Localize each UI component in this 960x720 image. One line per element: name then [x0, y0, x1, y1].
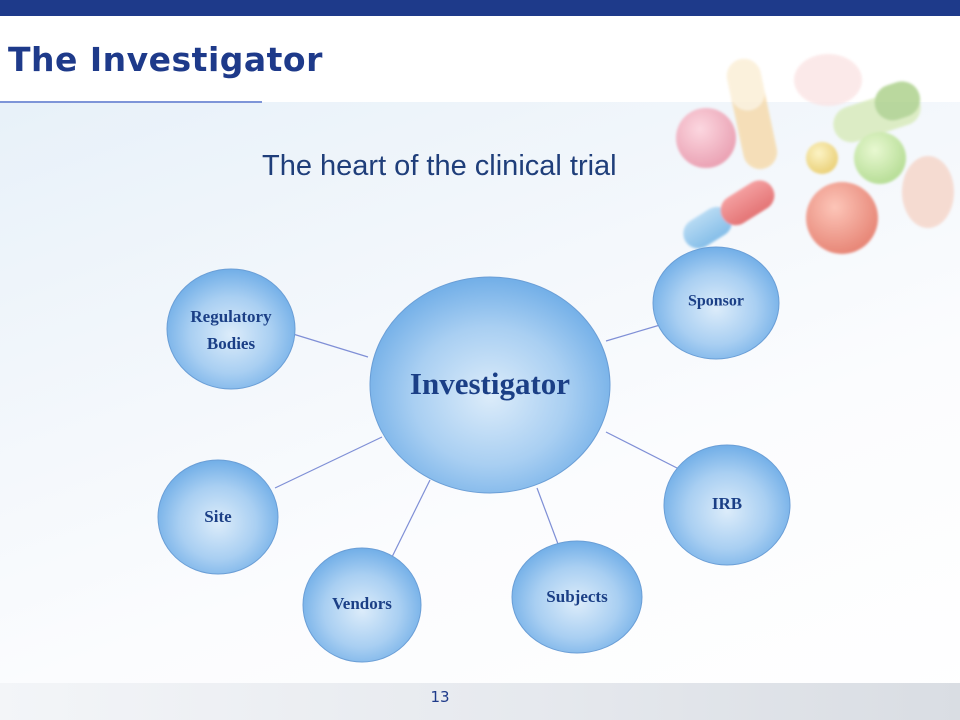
page-number: 13: [430, 688, 450, 706]
node-sponsor: Sponsor: [652, 246, 780, 360]
slide-subtitle: The heart of the clinical trial: [262, 150, 617, 182]
connector-site: [274, 436, 383, 489]
sponsor-label: Sponsor: [688, 293, 744, 310]
node-irb: IRB: [663, 444, 791, 566]
site-label: Site: [204, 507, 232, 526]
node-site: Site: [157, 459, 279, 575]
title-underline: [0, 101, 262, 103]
regulatory-label-line2: Bodies: [207, 334, 256, 353]
node-vendors: Vendors: [302, 547, 422, 663]
top-accent-bar: [0, 0, 960, 16]
footer-bar: [0, 683, 960, 720]
node-investigator: Investigator: [369, 276, 611, 494]
vendors-label: Vendors: [332, 594, 392, 613]
connector-sponsor: [605, 324, 661, 342]
node-regulatory-bodies: Regulatory Bodies: [166, 268, 296, 390]
slide-title: The Investigator: [8, 40, 323, 79]
connector-lines: [274, 324, 678, 558]
connector-subjects: [536, 487, 559, 545]
node-subjects: Subjects: [511, 540, 643, 654]
subjects-label: Subjects: [546, 587, 608, 606]
connector-regulatory: [292, 333, 369, 358]
connector-vendors: [391, 479, 431, 558]
irb-label: IRB: [712, 494, 742, 513]
investigator-label: Investigator: [410, 366, 570, 401]
regulatory-label-line1: Regulatory: [190, 307, 272, 326]
pills-illustration: [676, 54, 954, 254]
connector-irb: [605, 431, 678, 469]
